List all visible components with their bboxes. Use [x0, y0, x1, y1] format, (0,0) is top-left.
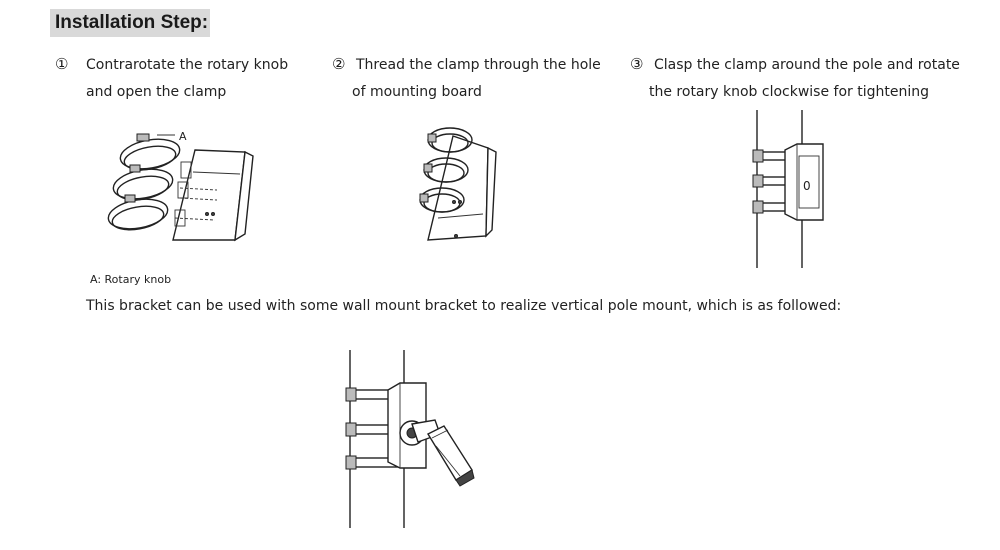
- figure-step-1-open-clamp: A: [107, 130, 254, 242]
- figure-3-mounting-board: [784, 143, 824, 221]
- figure-pole-mount-with-camera: [345, 350, 475, 528]
- figure-1-rotary-knobs: [124, 133, 150, 203]
- figure-2-mounting-board: [427, 135, 497, 241]
- step-2-line-1: Thread the clamp through the hole: [356, 57, 601, 73]
- figure-caption-rotary-knob: A: Rotary knob: [90, 273, 172, 286]
- figure-1-clamp-rings: [107, 138, 181, 231]
- figure-2-board-hole: [458, 200, 462, 204]
- figure-2-board-hole: [452, 200, 456, 204]
- figure-step-3-pole-clamp: 0: [752, 110, 824, 268]
- step-2-line-2: of mounting board: [352, 84, 482, 100]
- figure-4-camera-body: [427, 425, 475, 487]
- page-title: Installation Step:: [55, 12, 209, 33]
- step-2-number: ②: [332, 55, 346, 73]
- figure-2-board-hole: [454, 234, 458, 238]
- figure-3-board-hole-mark: 0: [803, 179, 811, 193]
- title-highlight: [50, 9, 210, 37]
- step-3-number: ③: [630, 55, 644, 73]
- step-3-line-2: the rotary knob clockwise for tightening: [649, 84, 929, 100]
- step-1-number: ①: [55, 55, 69, 73]
- step-3-line-1: Clasp the clamp around the pole and rota…: [654, 57, 960, 73]
- figure-1-mounting-board: [172, 149, 254, 242]
- figure-2-rotary-knobs: [419, 133, 437, 203]
- pole-mount-note: This bracket can be used with some wall …: [86, 298, 842, 314]
- figure-step-2-threaded-clamp: [419, 127, 497, 241]
- figure-1-label-a: A: [179, 130, 187, 143]
- step-1-line-2: and open the clamp: [86, 84, 227, 100]
- step-1-line-1: Contrarotate the rotary knob: [86, 57, 289, 73]
